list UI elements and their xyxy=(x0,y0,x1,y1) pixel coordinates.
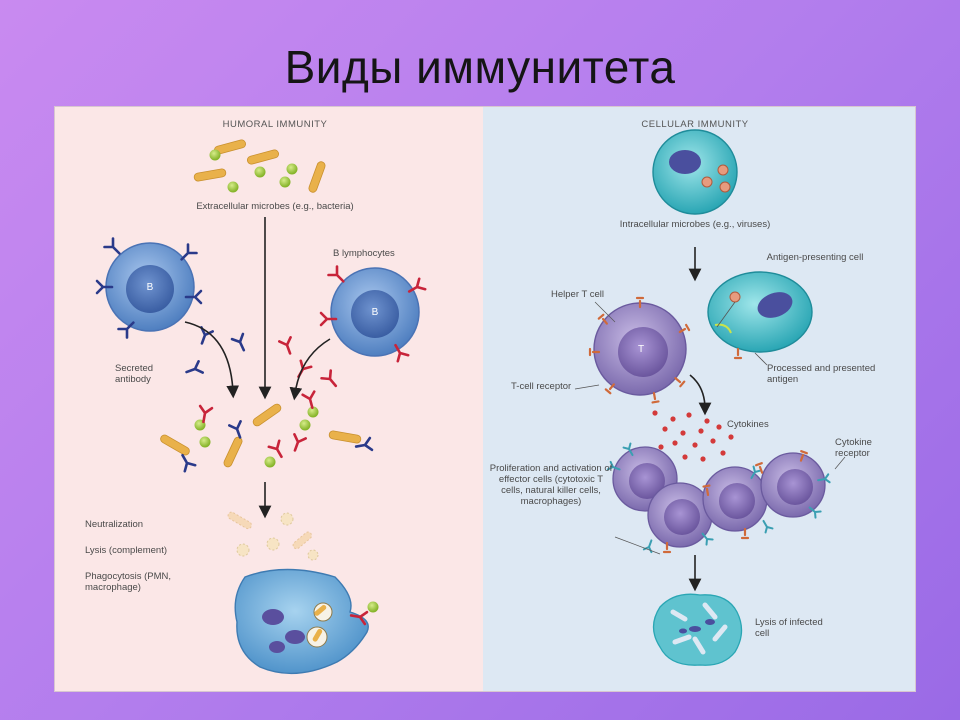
neutralization-label: Neutralization xyxy=(85,519,144,530)
b-cell-left xyxy=(95,237,203,339)
intracellular-microbes-label: Intracellular microbes (e.g., viruses) xyxy=(619,219,771,230)
immunity-figure: HUMORAL IMMUNITY Extracellular microbes … xyxy=(54,106,916,692)
proliferation-label: Proliferation and activation of effector… xyxy=(489,463,613,507)
extracellular-microbes-label: Extracellular microbes (e.g., bacteria) xyxy=(196,201,354,212)
lysis-complement-label: Lysis (complement) xyxy=(85,545,168,556)
helper-t-cell xyxy=(588,296,691,404)
b-cell-letter-left: B xyxy=(146,282,154,293)
lysed-cell xyxy=(652,593,743,666)
cellular-header: CELLULAR IMMUNITY xyxy=(641,119,749,130)
cytokines-label: Cytokines xyxy=(727,419,769,430)
lysis-infected-label: Lysis of infected cell xyxy=(755,617,823,639)
effector-cells xyxy=(606,442,831,554)
helper-t-cell-label: Helper T cell xyxy=(551,289,604,300)
b-lymphocytes-label: B lymphocytes xyxy=(333,248,395,259)
humoral-arrows xyxy=(184,217,331,519)
phagocytosis-label: Phagocytosis (PMN, macrophage) xyxy=(85,571,172,593)
slide-title: Виды иммунитета xyxy=(284,41,676,93)
extracellular-microbes xyxy=(193,138,327,194)
neutralized-microbes xyxy=(227,511,319,561)
opsonized-microbes xyxy=(158,390,374,473)
immunity-diagram xyxy=(95,129,846,675)
tcr-label: T-cell receptor xyxy=(511,381,572,392)
macrophage xyxy=(234,568,379,675)
secreted-antibodies xyxy=(183,326,342,392)
secreted-antibody-label: Secreted antibody xyxy=(115,363,154,385)
apc-label: Antigen-presenting cell xyxy=(766,252,864,263)
processed-antigen-label: Processed and presented antigen xyxy=(767,363,876,385)
b-cell-letter-right: B xyxy=(371,307,379,318)
antigen-presenting-cell xyxy=(707,271,813,360)
t-cell-letter: T xyxy=(637,344,645,355)
b-cell-right xyxy=(319,265,427,363)
humoral-header: HUMORAL IMMUNITY xyxy=(222,119,328,130)
cytokine-receptor-label: Cytokine receptor xyxy=(835,437,872,459)
infected-cell xyxy=(652,129,738,215)
cytokines xyxy=(652,410,734,462)
